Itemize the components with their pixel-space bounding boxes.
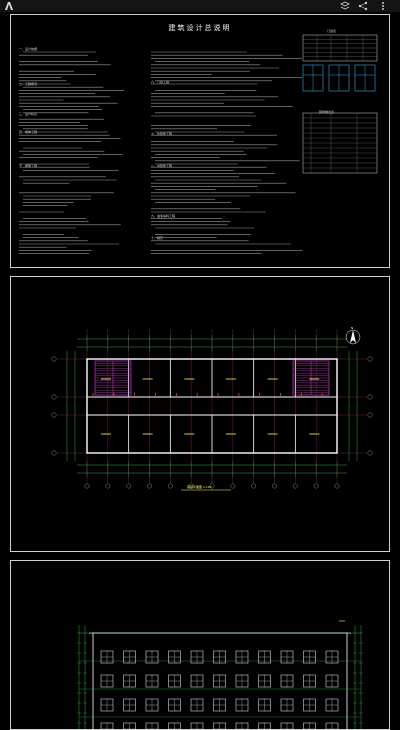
more-icon[interactable] [378, 1, 388, 11]
axis-bubble [126, 483, 132, 489]
sheet-design-notes[interactable]: 建筑设计总说明 一、设计依据 二、工程概况 三、设计标高 四、墙体工程 五、屋面… [10, 14, 390, 268]
share-icon[interactable] [358, 1, 368, 11]
north-arrow-pointer [350, 330, 356, 343]
notes-heading-9: 九、油漆涂料工程 [151, 214, 176, 218]
notes-heading-8: 八、内装修工程 [151, 164, 173, 168]
sheet-title: 建筑设计总说明 [168, 24, 232, 32]
axis-bubble [367, 394, 373, 400]
axis-bubble [367, 412, 373, 418]
axis-bubble [51, 412, 57, 418]
sheet-elevation[interactable] [10, 560, 390, 730]
door-window-table-title: 门窗表 [327, 29, 337, 33]
axis-bubble [188, 483, 194, 489]
axis-bubble [147, 483, 152, 489]
axis-bubble [105, 483, 111, 489]
axis-bubble [251, 483, 257, 489]
elevation-drawing [77, 620, 363, 729]
axis-bubble [292, 483, 298, 489]
autocad-logo-icon[interactable] [4, 1, 14, 11]
notes-heading-1: 一、设计依据 [19, 47, 38, 51]
axis-bubble [367, 356, 373, 362]
notes-heading-10: 十、其它 [151, 236, 164, 240]
notes-heading-3: 三、设计标高 [19, 112, 38, 116]
axis-bubble [209, 483, 215, 489]
layers-icon[interactable] [340, 1, 350, 11]
axis-bubble [51, 450, 57, 456]
axis-bubble [167, 483, 173, 489]
axis-bubble [51, 356, 57, 362]
notes-heading-6: 六、门窗工程 [151, 80, 170, 84]
notes-drawing [19, 34, 378, 254]
axis-bubble [334, 483, 340, 489]
sheet-floor-plan[interactable]: 首层平面图 1:100 N [10, 276, 390, 552]
notes-heading-7: 七、外装修工程 [151, 132, 173, 136]
finish-table-title: 装修做法表 [319, 110, 335, 114]
app-toolbar [0, 0, 400, 12]
axis-bubble [313, 483, 319, 489]
axis-bubble [367, 450, 373, 456]
axis-bubble [230, 483, 236, 489]
floor-plan-drawing [51, 329, 373, 491]
axis-bubble [272, 483, 277, 489]
axis-bubble [51, 394, 57, 400]
axis-bubble [84, 483, 90, 489]
notes-heading-5: 五、屋面工程 [19, 164, 38, 168]
north-label: N [351, 326, 354, 330]
plan-caption: 首层平面图 1:100 [187, 485, 212, 489]
